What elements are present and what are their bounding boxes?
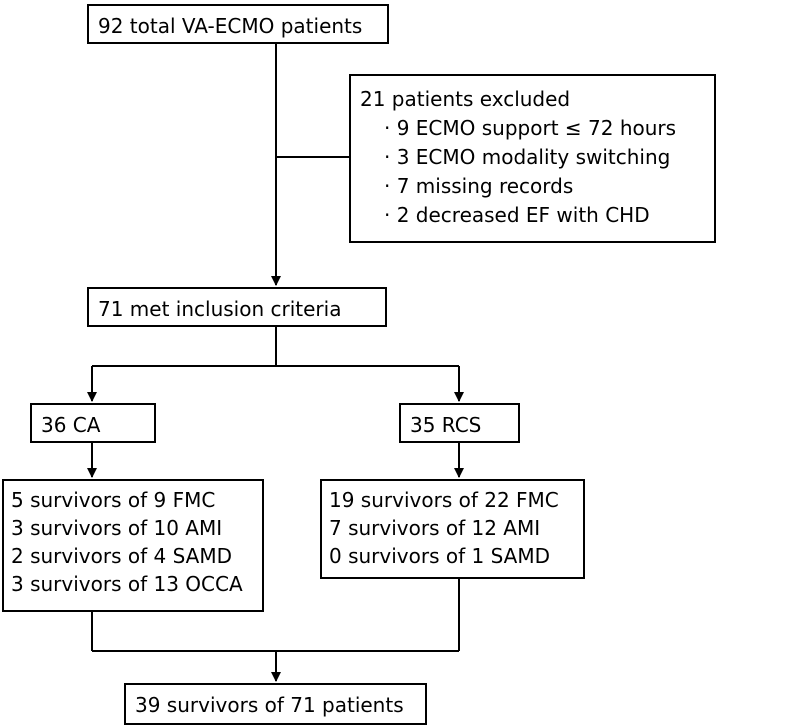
ca-outcomes-box: 5 survivors of 9 FMC 3 survivors of 10 A… [2, 479, 264, 612]
final-survivors-box: 39 survivors of 71 patients [124, 683, 427, 725]
ca-group-label: 36 CA [41, 413, 101, 437]
rcs-group-box: 35 RCS [399, 403, 520, 443]
total-patients-box: 92 total VA-ECMO patients [87, 4, 389, 44]
total-patients-text: 92 total VA-ECMO patients [98, 14, 363, 38]
ca-outcome: 3 survivors of 13 OCCA [11, 572, 243, 596]
inclusion-criteria-box: 71 met inclusion criteria [87, 287, 387, 327]
rcs-outcome: 0 survivors of 1 SAMD [329, 544, 550, 568]
exclusion-reason: · 3 ECMO modality switching [384, 145, 671, 169]
final-survivors-text: 39 survivors of 71 patients [135, 693, 404, 717]
rcs-outcome: 19 survivors of 22 FMC [329, 488, 559, 512]
ca-group-box: 36 CA [30, 403, 156, 443]
rcs-outcomes-box: 19 survivors of 22 FMC 7 survivors of 12… [320, 479, 585, 579]
exclusion-reason: · 7 missing records [384, 174, 574, 198]
ca-outcome: 3 survivors of 10 AMI [11, 516, 223, 540]
excluded-patients-box: 21 patients excluded · 9 ECMO support ≤ … [349, 74, 716, 243]
ca-outcome: 2 survivors of 4 SAMD [11, 544, 232, 568]
exclusion-reason: · 9 ECMO support ≤ 72 hours [384, 116, 677, 140]
exclusion-reason: · 2 decreased EF with CHD [384, 203, 650, 227]
excluded-title: 21 patients excluded [360, 87, 571, 111]
rcs-outcome: 7 survivors of 12 AMI [329, 516, 541, 540]
rcs-group-label: 35 RCS [410, 413, 482, 437]
ca-outcome: 5 survivors of 9 FMC [11, 488, 216, 512]
inclusion-criteria-text: 71 met inclusion criteria [98, 297, 342, 321]
